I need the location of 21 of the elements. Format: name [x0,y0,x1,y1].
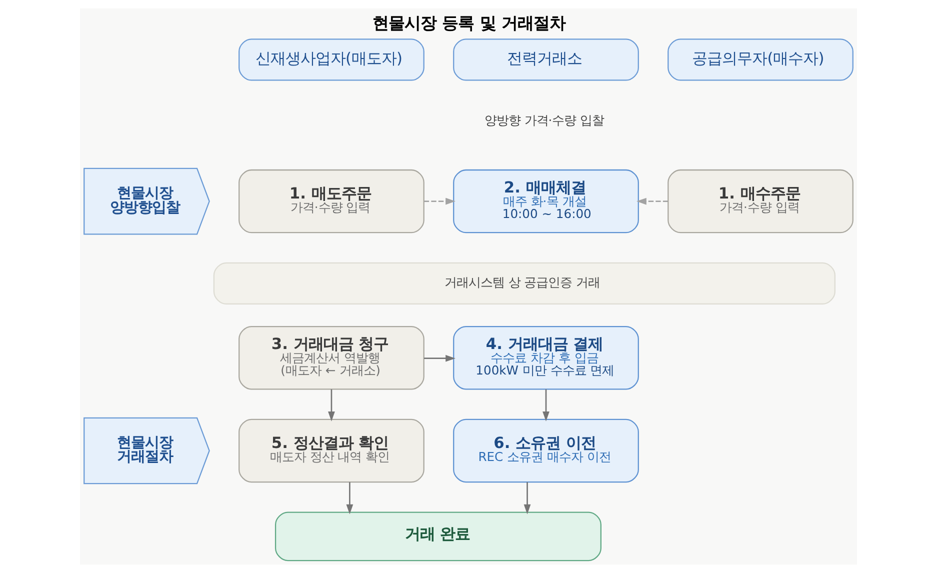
arrow [424,198,455,205]
node-box: 전력거래소 [452,38,638,81]
arrow [636,198,668,205]
node-box: 1. 매수주문 가격·수량 입력 [667,169,853,234]
node-box: 2. 매매체결 매주 화·목 개설 10:00 ~ 16:00 [452,169,638,234]
node-box: 6. 소유권 이전 REC 소유권 매수자 이전 [452,418,638,483]
node-box: 5. 정산결과 확인 매도자 정산 내역 확인 [238,418,424,483]
node-box: 1. 매도주문 가격·수량 입력 [238,169,424,234]
arrow [523,482,530,514]
arrow [328,389,334,422]
node-box: 거래 완료 [274,512,601,562]
node-box: 4. 거래대금 결제 수수료 차감 후 입금 100kW 미만 수수료 면제 [452,326,638,390]
arrow [424,354,455,362]
arrow [346,482,353,514]
label: 양방향 가격·수량 입찰 [484,113,604,128]
arrow [542,389,549,422]
node-box: 신재생사업자(매도자) [238,38,424,81]
node-box: 거래시스템 상 공급인증 거래 [212,262,835,305]
diagram-title: 현물시장 등록 및 거래절차 [372,14,566,33]
node-box: 3. 거래대금 청구 세금계산서 역발행 (매도자 ← 거래소) [238,326,424,390]
node-box: 공급의무자(매수자) [667,38,853,81]
